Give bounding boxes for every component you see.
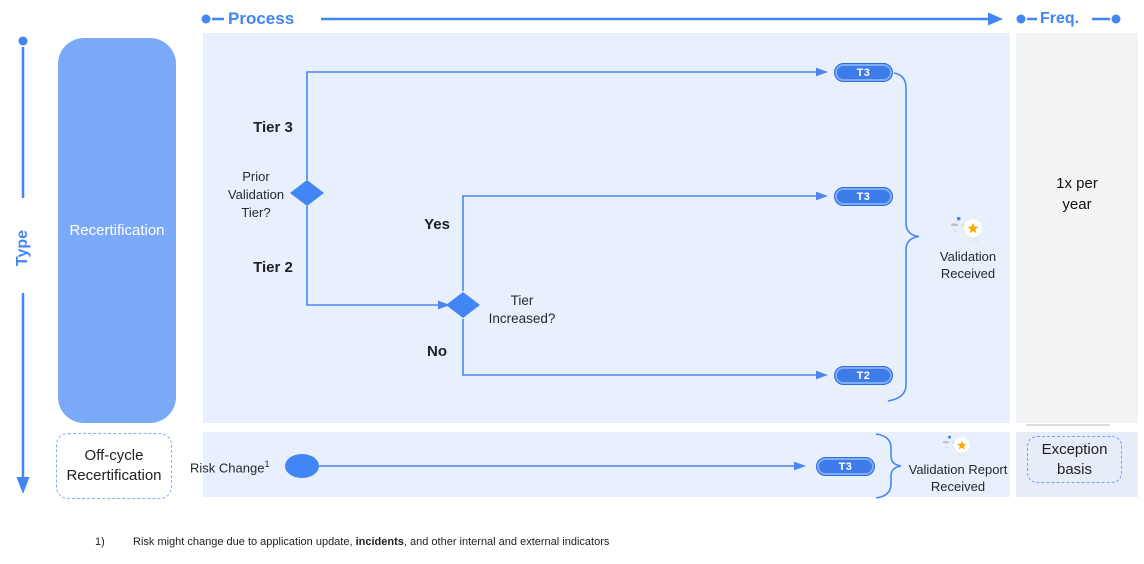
- branch-label-yes: Yes: [424, 216, 450, 233]
- recertification-row-box: Recertification: [58, 38, 176, 423]
- arrowhead-icon: [794, 461, 806, 471]
- decision1-line1: Prior: [242, 169, 270, 184]
- risk-change-footnote-ref: 1: [264, 459, 270, 469]
- tier-pill-t3-middle: T3: [834, 187, 893, 206]
- process-axis-line: [201, 12, 1003, 26]
- decision2-line2: Increased?: [488, 311, 556, 326]
- certificate-icon: [942, 433, 973, 469]
- freq-panel-divider: [1026, 424, 1110, 426]
- annual-line1: 1x per: [1056, 175, 1098, 192]
- arrowhead-icon: [816, 370, 828, 380]
- process-panel: [203, 33, 1010, 423]
- branch-label-tier3: Tier 3: [253, 119, 293, 136]
- offcycle-process-panel: [203, 432, 1010, 497]
- validation-report-line1: Validation Report: [908, 462, 1008, 477]
- exception-line2: basis: [1056, 460, 1093, 478]
- arrowhead-icon: [816, 191, 828, 201]
- decision-diamond-tier-increased: [446, 292, 480, 318]
- connector-tier3-to-t3: [306, 71, 816, 180]
- decision-label-tier-increased: Tier Increased?: [477, 292, 567, 328]
- risk-change-label: Risk Change1: [190, 459, 269, 475]
- footnote-text-pre: Risk might change due to application upd…: [133, 536, 356, 548]
- tier-pill-t3-offcycle: T3: [816, 457, 875, 476]
- freq-axis-line: [1016, 14, 1121, 24]
- connector-no-to-t2: [462, 319, 816, 376]
- recertification-label: Recertification: [69, 222, 165, 239]
- type-arrowhead-icon: [16, 477, 30, 494]
- risk-change-start-node: [285, 454, 319, 478]
- decision2-line1: Tier: [510, 293, 534, 308]
- footnote-marker: 1): [95, 536, 105, 548]
- offcycle-label-line2: Recertification: [66, 467, 162, 484]
- freq-panel-annual: [1016, 33, 1138, 423]
- validation-received-line2: Received: [940, 266, 996, 281]
- branch-label-tier2: Tier 2: [253, 259, 293, 276]
- offcycle-label-line1: Off-cycle: [84, 447, 144, 464]
- arrowhead-icon: [816, 67, 828, 77]
- tier-pill-t3-top: T3: [834, 63, 893, 82]
- offcycle-recertification-row-box: Off-cycle Recertification: [56, 433, 172, 499]
- exception-line1: Exception: [1041, 440, 1108, 458]
- validation-received-line1: Validation: [939, 249, 997, 264]
- footnote-text-post: , and other internal and external indica…: [403, 536, 610, 548]
- type-axis-label: Type: [14, 229, 31, 267]
- tier-pill-t2: T2: [834, 366, 893, 385]
- freq-axis-label: Freq.: [1040, 10, 1080, 27]
- process-arrowhead-icon: [988, 12, 1003, 26]
- connector-tier2-to-decision2: [306, 206, 438, 306]
- footnote-text: Risk might change due to application upd…: [133, 536, 609, 548]
- decision1-line3: Tier?: [241, 205, 271, 220]
- frequency-annual-label: 1x per year: [1016, 173, 1138, 215]
- branch-label-no: No: [427, 343, 447, 360]
- footnote-text-bold: incidents: [355, 536, 404, 548]
- validation-report-line2: Received: [930, 479, 986, 494]
- brace-validation-received: [887, 72, 920, 402]
- arrowhead-icon: [438, 300, 450, 310]
- flow-arrowheads: [438, 67, 828, 471]
- validation-received-caption: Validation Received: [918, 248, 1018, 282]
- decision-diamond-prior-validation-tier: [290, 180, 324, 206]
- flow-connectors: [306, 71, 816, 467]
- risk-change-text: Risk Change: [190, 460, 265, 476]
- validation-report-received-caption: Validation Report Received: [897, 461, 1019, 495]
- connector-yes-to-t3: [462, 195, 816, 291]
- certificate-icon: [950, 214, 986, 255]
- decision-label-prior-validation-tier: Prior Validation Tier?: [214, 168, 298, 222]
- exception-basis-box: Exception basis: [1027, 436, 1122, 483]
- annual-line2: year: [1062, 196, 1092, 213]
- decision1-line2: Validation: [227, 187, 285, 202]
- process-axis-label: Process: [228, 9, 295, 28]
- type-axis-line: [16, 36, 30, 494]
- brace-validation-report-received: [875, 433, 902, 499]
